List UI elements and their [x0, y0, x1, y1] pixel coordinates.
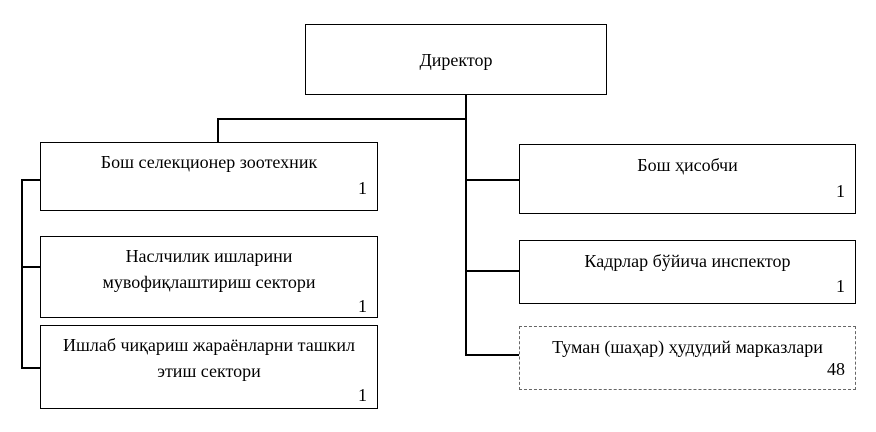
chief-accountant-label: Бош ҳисобчи — [637, 155, 738, 175]
production-sector-count: 1 — [358, 385, 367, 405]
right-connector-2 — [465, 270, 520, 272]
hr-inspector-box: Кадрлар бўйича инспектор 1 — [519, 240, 856, 304]
production-sector-label-line1: Ишлаб чиқариш жараёнларни ташкил — [63, 335, 355, 355]
top-branch-connector — [217, 118, 467, 120]
director-label: Директор — [419, 50, 493, 70]
production-sector-box: Ишлаб чиқариш жараёнларни ташкил этиш се… — [40, 325, 378, 409]
chief-accountant-box: Бош ҳисобчи 1 — [519, 144, 856, 214]
left-connector-2 — [21, 266, 41, 268]
regional-centers-count: 48 — [827, 359, 845, 379]
regional-centers-box: Туман (шаҳар) ҳудудий марказлари 48 — [519, 326, 856, 390]
hr-inspector-count: 1 — [836, 276, 845, 296]
right-connector-1 — [465, 179, 520, 181]
left-spine-connector — [21, 179, 23, 369]
chief-zootechnician-box: Бош селекционер зоотехник 1 — [40, 142, 378, 211]
left-connector-1 — [21, 179, 41, 181]
hr-inspector-label: Кадрлар бўйича инспектор — [584, 251, 791, 271]
left-branch-drop-connector — [217, 118, 219, 143]
breeding-sector-box: Наслчилик ишларини мувофиқлаштириш секто… — [40, 236, 378, 318]
chief-zootechnician-label: Бош селекционер зоотехник — [100, 152, 318, 172]
chief-accountant-count: 1 — [836, 181, 845, 201]
chief-zootechnician-count: 1 — [358, 178, 367, 198]
breeding-sector-label-line2: мувофиқлаштириш сектори — [102, 272, 316, 292]
production-sector-label-line2: этиш сектори — [157, 361, 261, 381]
breeding-sector-count: 1 — [358, 296, 367, 316]
breeding-sector-label-line1: Наслчилик ишларини — [125, 246, 293, 266]
director-down-connector — [465, 94, 467, 356]
regional-centers-label: Туман (шаҳар) ҳудудий марказлари — [552, 337, 823, 357]
director-box: Директор — [305, 24, 607, 95]
right-connector-3 — [465, 354, 520, 356]
left-connector-3 — [21, 367, 41, 369]
